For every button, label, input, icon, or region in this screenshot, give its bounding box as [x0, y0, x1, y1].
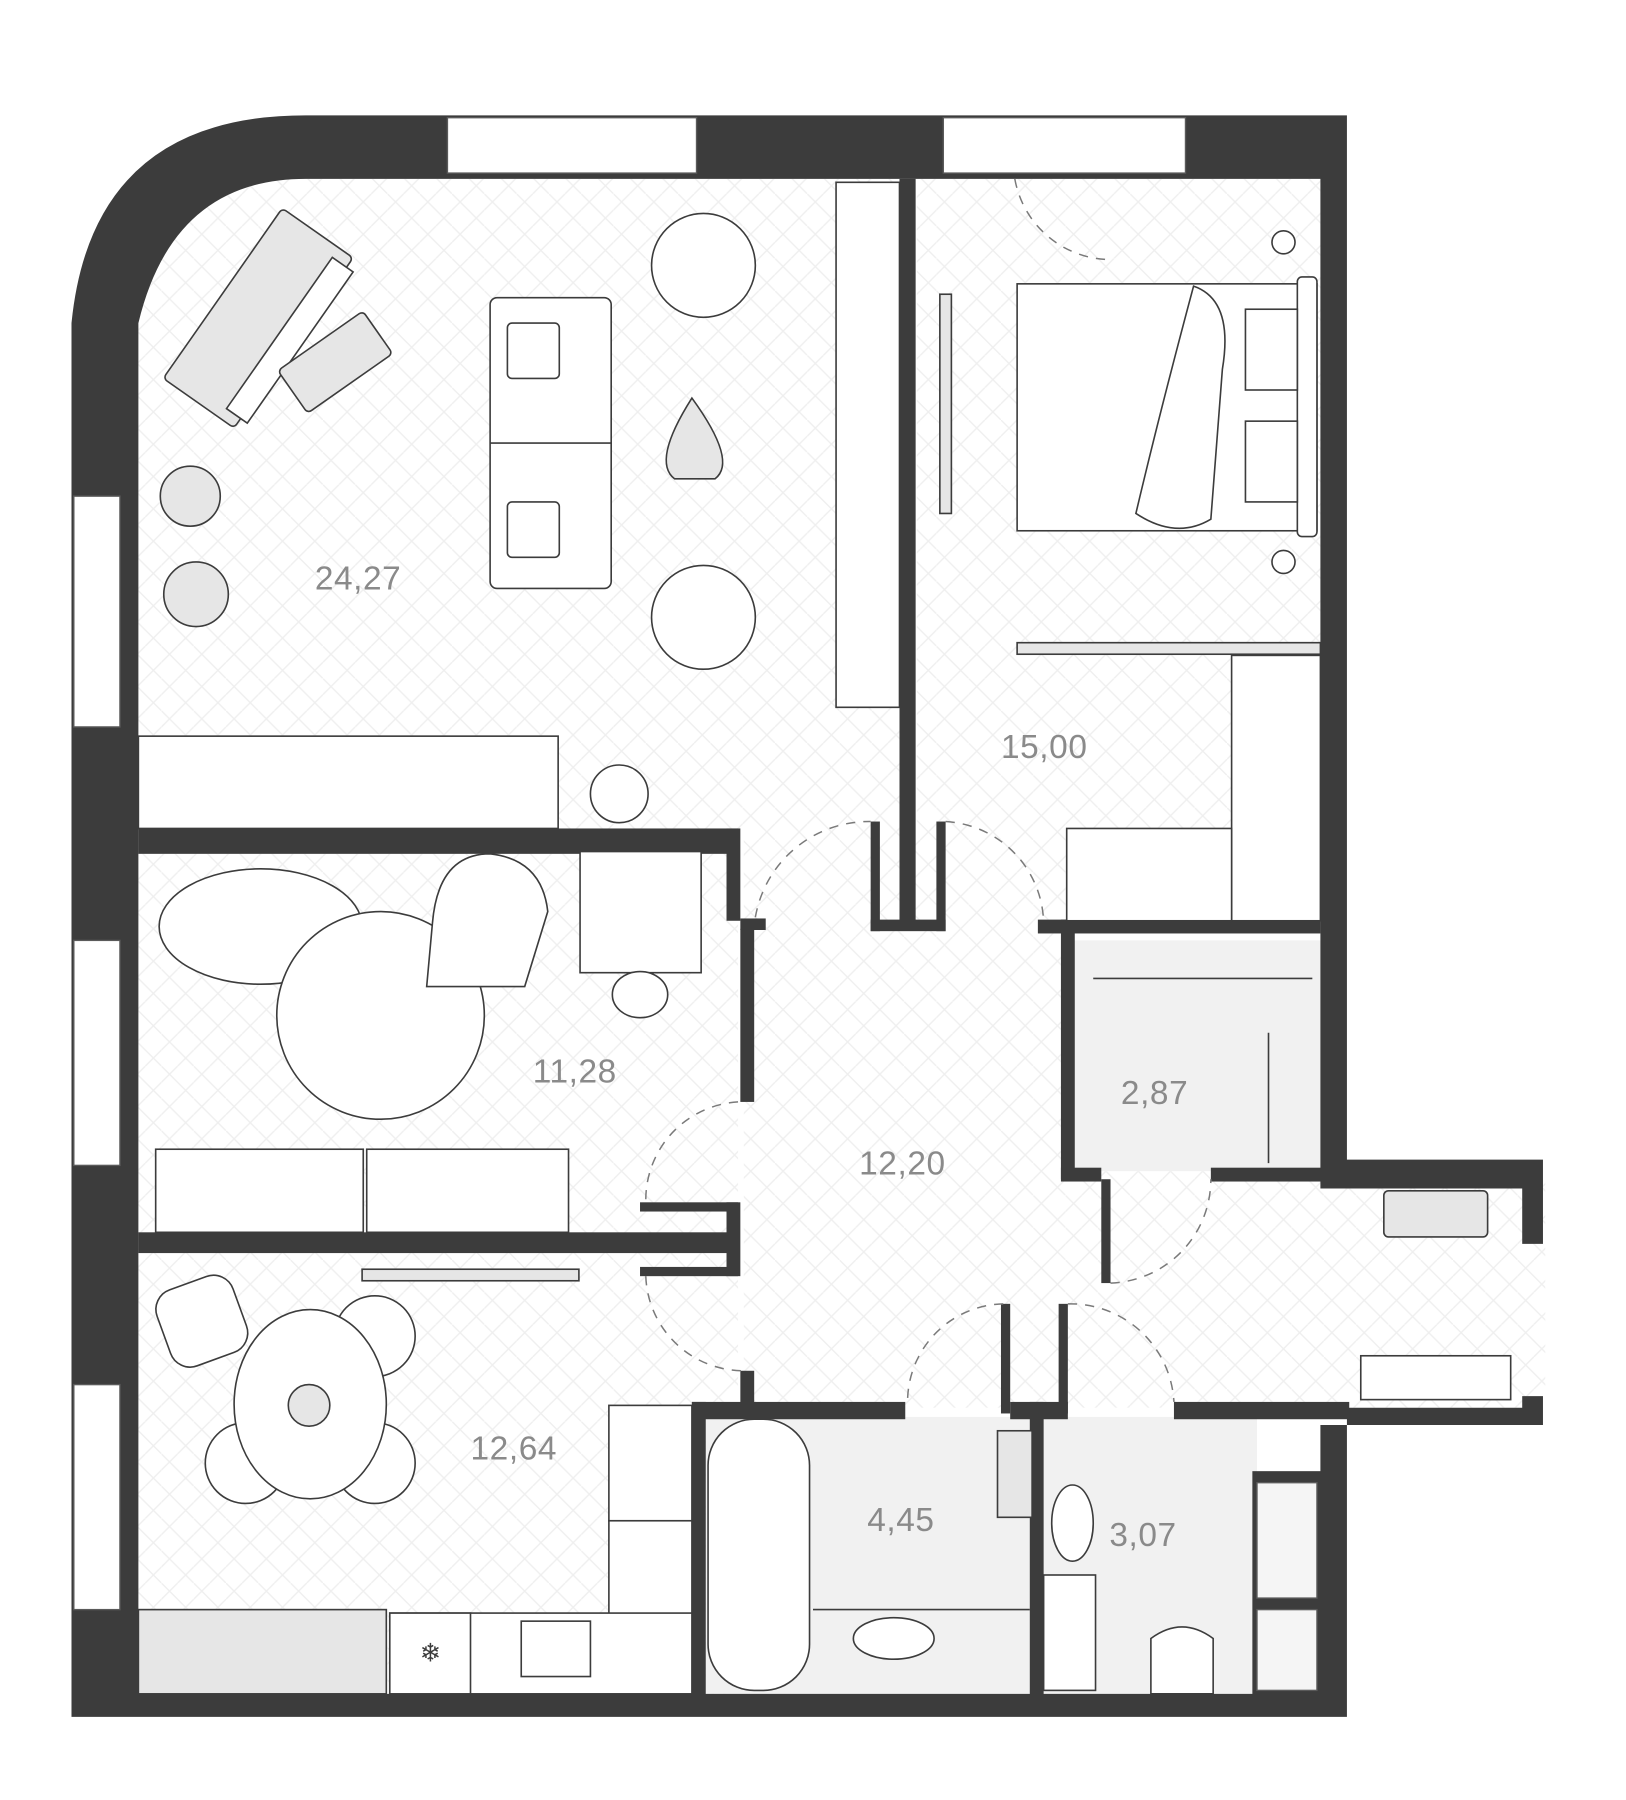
area-label-living-room: 24,27 [315, 561, 402, 598]
fruit-bowl-icon [287, 1383, 331, 1427]
bedroom-furniture [939, 229, 1322, 922]
area-label-bedroom: 15,00 [1001, 729, 1088, 766]
sofa-bench-icon [137, 1608, 388, 1695]
pillow-icon [1244, 420, 1299, 503]
lamp-icon [589, 764, 649, 824]
area-label-wc: 3,07 [1109, 1517, 1176, 1554]
armchair-icon [425, 853, 549, 988]
kitchen-furniture: ❄ [137, 1268, 693, 1695]
sink-icon [520, 1620, 592, 1678]
drawer-icon [154, 1148, 365, 1234]
blanket-icon [1134, 285, 1226, 530]
area-label-bathroom: 4,45 [867, 1502, 934, 1539]
coffee-table-icon [665, 396, 724, 480]
closet-furniture [1093, 977, 1313, 1164]
bookshelf-icon [835, 181, 901, 709]
wall-lamp-icon [1271, 229, 1296, 255]
chair-icon [611, 970, 669, 1019]
drawer-icon [365, 1148, 570, 1234]
desk-icon [579, 850, 702, 974]
armchair-icon [650, 564, 757, 671]
snowflake-icon: ❄ [420, 1640, 441, 1668]
wardrobe-icon [137, 735, 559, 830]
toilet-icon [1150, 1626, 1214, 1695]
sink-icon [852, 1616, 935, 1661]
tv-icon [361, 1268, 580, 1282]
shoe-rack-icon [1359, 1354, 1512, 1401]
kids-room-furniture [154, 850, 702, 1234]
room-labels: 24,27 15,00 11,28 12,20 2,87 12,64 4,45 … [315, 561, 1188, 1555]
dresser-icon [1065, 827, 1233, 922]
cushion-icon [506, 322, 561, 380]
wardrobe-icon [1230, 654, 1322, 922]
windows [73, 116, 1318, 1692]
bathtub-icon [707, 1418, 811, 1692]
armchair-icon [650, 212, 757, 319]
high-chair-icon [155, 1274, 249, 1368]
living-room-furniture [137, 181, 901, 830]
piano-bench-icon [278, 312, 392, 413]
dishwasher-icon [608, 1404, 693, 1522]
wall-lamp-icon [1271, 549, 1296, 575]
wc-sink-icon [1050, 1484, 1095, 1562]
door-swings [645, 178, 1212, 1402]
area-label-kids-room: 11,28 [533, 1053, 617, 1090]
area-label-hallway: 12,20 [859, 1146, 946, 1183]
plant-icon [159, 465, 230, 628]
area-label-walk-in-closet: 2,87 [1121, 1075, 1188, 1112]
shelf-icon [1016, 641, 1322, 656]
pillow-icon [1244, 308, 1299, 391]
piano-icon [164, 209, 355, 427]
fridge-icon [388, 1612, 472, 1695]
area-label-kitchen-dining: 12,64 [471, 1431, 558, 1468]
bench-icon [1383, 1189, 1489, 1238]
bathroom-furniture [707, 1418, 1214, 1695]
towel-rail-icon [996, 1429, 1033, 1519]
tv-icon [939, 293, 953, 515]
cushion-icon [506, 501, 561, 559]
washing-machine-icon [1042, 1574, 1097, 1692]
hallway-furniture [1359, 1189, 1512, 1401]
